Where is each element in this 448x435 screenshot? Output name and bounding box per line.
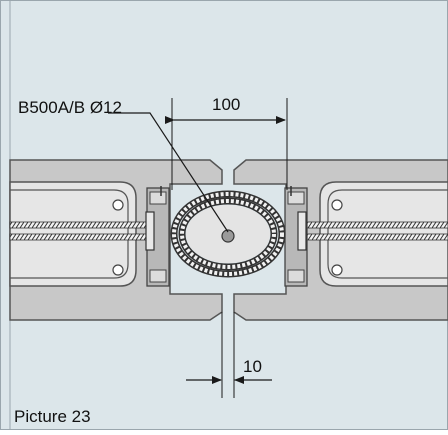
left-cable-lower <box>9 233 151 241</box>
dim100-label: 100 <box>212 95 240 114</box>
left-anchor-hole-bottom <box>112 264 124 276</box>
rebar-leader-line <box>108 112 229 233</box>
right-cable-upper <box>297 221 448 229</box>
cable-loop-inner-core <box>180 199 276 269</box>
rebar-label: B500A/B Ø12 <box>18 98 122 117</box>
right-clamp <box>284 186 308 287</box>
dim10-label: 10 <box>243 357 262 376</box>
right-anchor-hole-top <box>331 199 343 211</box>
right-cable-lower <box>297 233 448 241</box>
figure-caption: Picture 23 <box>14 407 91 426</box>
cable-loop-outer-core <box>172 192 284 276</box>
right-anchor-hole-bottom <box>331 264 343 276</box>
rebar-section <box>221 229 235 243</box>
left-clamp <box>145 186 170 287</box>
left-anchor-hole-top <box>112 199 124 211</box>
left-cable-upper <box>9 221 151 229</box>
